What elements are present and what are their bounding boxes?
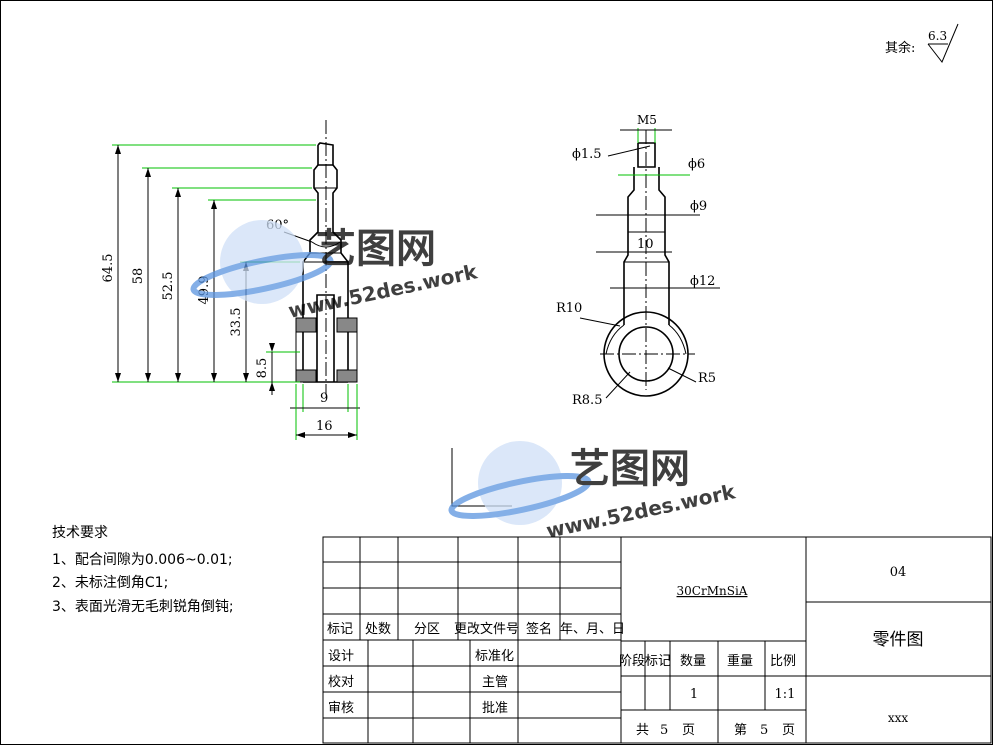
hdr-doc: 更改文件号 <box>454 622 519 637</box>
hdr-qty: 数量 <box>680 654 706 669</box>
dim-52-5: 52.5 <box>161 272 176 301</box>
requirements-title: 技术要求 <box>52 525 108 541</box>
dim-r10: R10 <box>556 301 582 316</box>
dim-m5: M5 <box>637 113 657 127</box>
sheet-total: 5 <box>660 723 668 738</box>
company: xxx <box>888 711 909 725</box>
dim-33-5: 33.5 <box>229 308 244 337</box>
requirement-item: 2、未标注倒角C1; <box>52 575 169 591</box>
hdr-date: 年、月、日 <box>560 622 625 637</box>
role-approve: 批准 <box>482 701 508 716</box>
watermark-brand: 艺图网 <box>316 226 436 272</box>
watermark-2: 艺图网 www.52des.work <box>448 441 738 543</box>
material: 30CrMnSiA <box>677 584 748 598</box>
dim-phi9: ϕ9 <box>690 199 707 214</box>
watermark-1: 艺图网 www.52des.work <box>190 220 480 323</box>
watermark-brand: 艺图网 <box>570 446 690 492</box>
hdr-zone: 分区 <box>414 622 440 637</box>
quantity: 1 <box>690 687 698 702</box>
requirement-item: 1、配合间隙为0.006~0.01; <box>52 552 233 568</box>
part-name: 零件图 <box>873 630 924 650</box>
dim-r5: R5 <box>698 371 716 386</box>
role-supervisor: 主管 <box>482 675 508 690</box>
side-view: M5 ϕ1.5 ϕ6 ϕ9 10 ϕ12 R10 R5 R8.5 <box>556 113 720 408</box>
dim-r8-5: R8.5 <box>572 393 602 408</box>
hdr-count: 处数 <box>365 622 391 637</box>
role-standard: 标准化 <box>475 649 514 664</box>
front-view: 64.5 58 52.5 49.9 33.5 8.5 60° 9 16 <box>101 120 360 440</box>
hdr-weight: 重量 <box>727 653 753 669</box>
dim-8-5: 8.5 <box>255 358 270 379</box>
sheet-total-prefix: 共 <box>636 723 649 738</box>
scale: 1:1 <box>775 687 796 702</box>
sheet-page: 5 <box>760 723 768 738</box>
hdr-mark: 标记 <box>327 622 353 637</box>
roughness-label: 其余: <box>885 40 915 56</box>
hdr-stage: 阶段标记 <box>619 654 671 669</box>
dim-phi6: ϕ6 <box>688 157 705 172</box>
roughness-value: 6.3 <box>928 29 947 43</box>
roughness-symbol: 其余: 6.3 <box>885 23 959 63</box>
dim-9: 9 <box>320 391 328 406</box>
dim-64-5: 64.5 <box>101 254 116 283</box>
hdr-sign: 签名 <box>526 621 552 637</box>
sheet-page-prefix: 第 <box>734 723 747 738</box>
dim-16: 16 <box>316 419 333 434</box>
drawing-number: 04 <box>890 565 907 580</box>
dim-10: 10 <box>637 237 654 252</box>
dim-58: 58 <box>131 268 146 285</box>
dim-phi12: ϕ12 <box>690 274 715 289</box>
requirement-item: 3、表面光滑无毛刺锐角倒钝; <box>52 599 234 615</box>
dim-phi1-5: ϕ1.5 <box>572 147 602 162</box>
role-design: 设计 <box>328 649 354 664</box>
role-review: 审核 <box>328 701 354 716</box>
hdr-scale: 比例 <box>770 654 796 669</box>
sheet-page-suffix: 页 <box>782 723 795 738</box>
title-block: 标记 处数 分区 更改文件号 签名 年、月、日 设计 校对 审核 标准化 主管 … <box>322 536 992 744</box>
role-check: 校对 <box>328 674 354 690</box>
sheet-total-suffix: 页 <box>682 723 695 738</box>
